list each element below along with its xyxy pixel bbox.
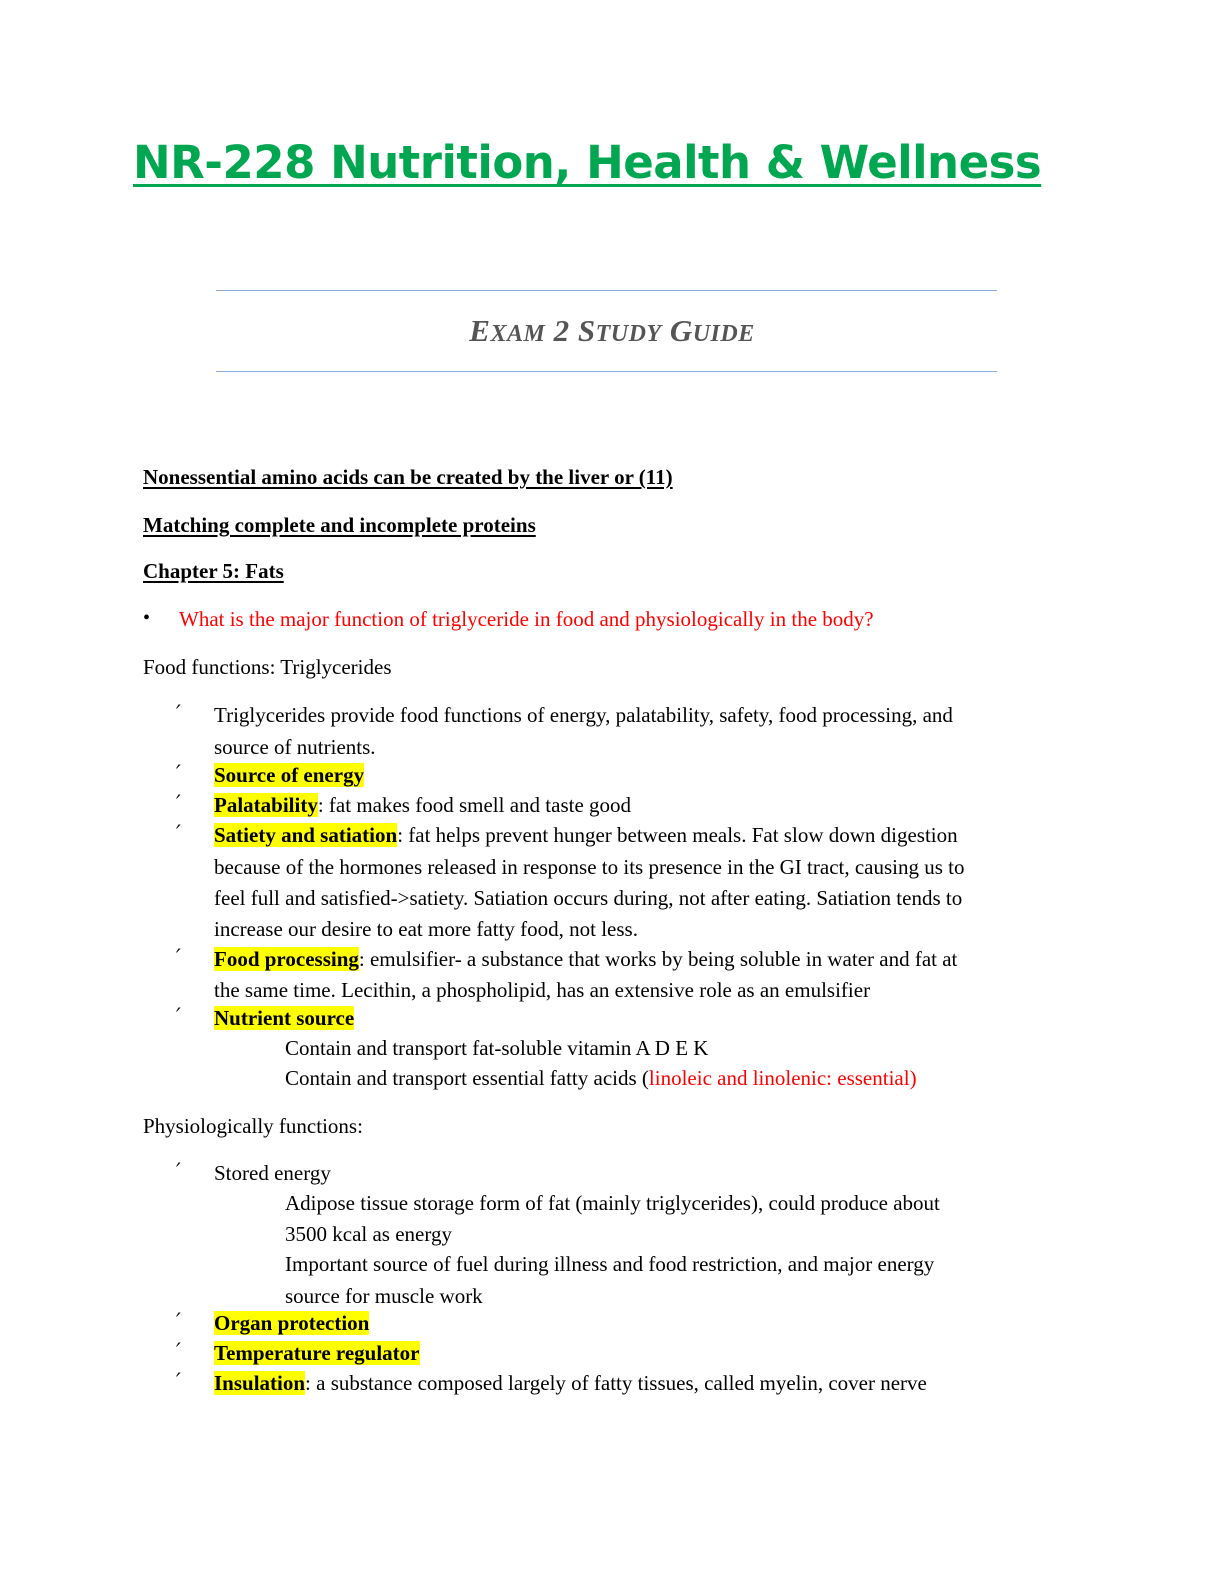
- physio-item-3: Temperature regulator: [214, 1338, 420, 1369]
- subtitle-part: TUDY: [595, 321, 662, 347]
- food-item-6-sub-1: Contain and transport fat-soluble vitami…: [285, 1036, 709, 1060]
- item-text: Contain and transport essential fatty ac…: [285, 1066, 649, 1090]
- question-text: What is the major function of triglyceri…: [179, 607, 874, 631]
- food-item-5-line-2: the same time. Lecithin, a phospholipid,…: [214, 978, 871, 1002]
- food-item-6-sub-2: Contain and transport essential fatty ac…: [285, 1063, 917, 1094]
- bullet-icon: •: [143, 607, 151, 629]
- subtitle-part: E: [469, 313, 491, 348]
- tick-icon: ′: [176, 761, 181, 785]
- heading-matching: Matching complete and incomplete protein…: [143, 513, 536, 537]
- tick-icon: ′: [176, 791, 181, 815]
- physio-item-1-sub-3: Important source of fuel during illness …: [285, 1252, 935, 1276]
- item-text: : emulsifier- a substance that works by …: [358, 947, 958, 971]
- subtitle-part: XAM: [490, 321, 546, 347]
- food-item-4-line-2: because of the hormones released in resp…: [214, 855, 965, 879]
- top-rule: [216, 290, 997, 291]
- tick-icon: ′: [176, 1159, 181, 1183]
- highlight: Nutrient source: [214, 1006, 355, 1030]
- highlight: Palatability: [214, 793, 318, 817]
- physio-item-1-sub-4: source for muscle work: [285, 1284, 483, 1308]
- item-text: : fat makes food smell and taste good: [317, 793, 632, 817]
- physio-item-1-sub-1: Adipose tissue storage form of fat (main…: [285, 1191, 940, 1215]
- document-title: NR-228 Nutrition, Health & Wellness: [133, 136, 1042, 189]
- food-item-4-line-3: feel full and satisfied->satiety. Satiat…: [214, 886, 963, 910]
- highlight: Food processing: [214, 947, 359, 971]
- food-item-4-line-4: increase our desire to eat more fatty fo…: [214, 917, 638, 941]
- tick-icon: ′: [176, 701, 181, 725]
- highlight: Satiety and satiation: [214, 823, 398, 847]
- tick-icon: ′: [176, 1369, 181, 1393]
- highlight: Organ protection: [214, 1311, 370, 1335]
- food-functions-label: Food functions: Triglycerides: [143, 655, 392, 679]
- tick-icon: ′: [176, 1004, 181, 1028]
- document-subtitle: EXAM 2 STUDY GUIDE: [0, 313, 1224, 349]
- food-item-1-line-1: Triglycerides provide food functions of …: [214, 703, 953, 727]
- food-item-6: Nutrient source: [214, 1003, 355, 1034]
- highlight: Insulation: [214, 1371, 306, 1395]
- physio-item-1: Stored energy: [214, 1161, 331, 1185]
- food-item-3: Palatability: fat makes food smell and t…: [214, 790, 631, 821]
- red-text: linoleic and linolenic: essential): [648, 1066, 917, 1090]
- subtitle-part: S: [577, 313, 596, 348]
- highlight: Temperature regulator: [214, 1341, 420, 1365]
- physio-item-2: Organ protection: [214, 1308, 370, 1339]
- subtitle-part: 2: [545, 313, 578, 348]
- food-item-5: Food processing: emulsifier- a substance…: [214, 944, 957, 975]
- tick-icon: ′: [176, 945, 181, 969]
- subtitle-part: G: [669, 313, 693, 348]
- tick-icon: ′: [176, 1309, 181, 1333]
- subtitle-part: UIDE: [692, 321, 755, 347]
- food-item-4: Satiety and satiation: fat helps prevent…: [214, 820, 958, 851]
- heading-nonessential: Nonessential amino acids can be created …: [143, 465, 673, 489]
- item-text: : fat helps prevent hunger between meals…: [397, 823, 958, 847]
- physio-functions-label: Physiologically functions:: [143, 1114, 363, 1138]
- food-item-1-line-2: source of nutrients.: [214, 735, 376, 759]
- highlight: Source of energy: [214, 763, 365, 787]
- physio-item-1-sub-2: 3500 kcal as energy: [285, 1222, 452, 1246]
- item-text: : a substance composed largely of fatty …: [305, 1371, 927, 1395]
- heading-chapter-5: Chapter 5: Fats: [143, 559, 284, 583]
- tick-icon: ′: [176, 821, 181, 845]
- physio-item-4: Insulation: a substance composed largely…: [214, 1368, 927, 1399]
- food-item-2: Source of energy: [214, 760, 365, 791]
- bottom-rule: [216, 371, 997, 372]
- tick-icon: ′: [176, 1339, 181, 1363]
